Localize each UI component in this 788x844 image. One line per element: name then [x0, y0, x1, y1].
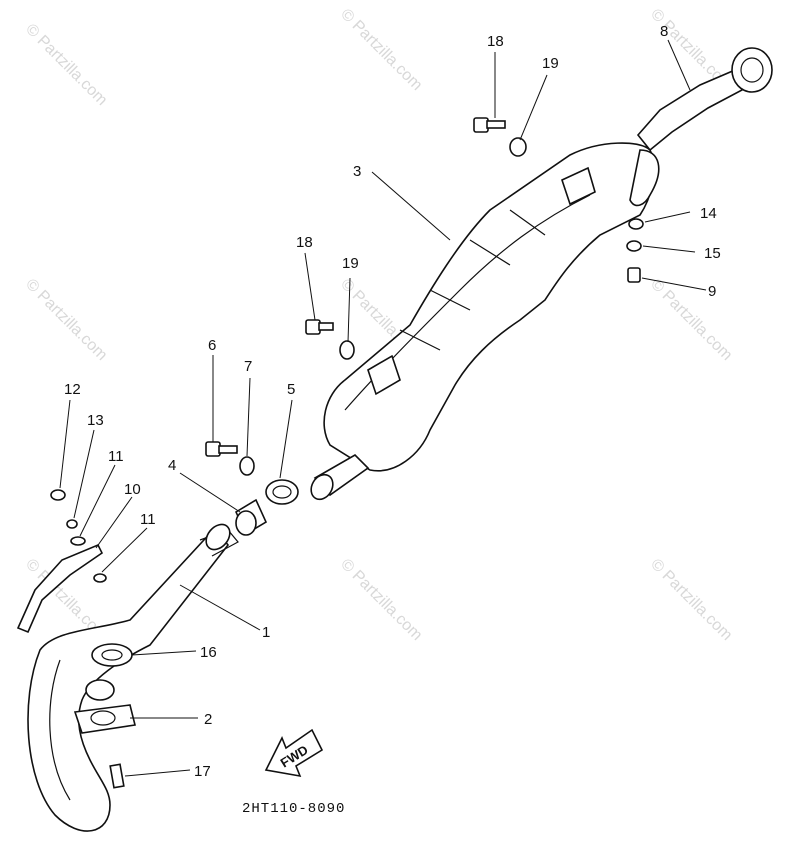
diagram-part-code: 2HT110-8090	[242, 801, 345, 817]
callout-1: 1	[262, 624, 270, 641]
pipe-bracket	[16, 543, 104, 634]
callout-11-upper: 11	[108, 448, 124, 465]
watermarks: © Partzilla.com © Partzilla.com © Partzi…	[22, 6, 735, 644]
tail-pipe	[636, 47, 773, 152]
clamp-washer	[239, 456, 255, 476]
silencer	[310, 142, 660, 501]
watermark: © Partzilla.com	[337, 556, 425, 644]
callout-12: 12	[64, 381, 81, 398]
callout-3: 3	[353, 163, 361, 180]
watermark: © Partzilla.com	[337, 6, 425, 94]
stud-bolt	[109, 763, 125, 789]
callouts: 18 19 8 3 18 19 14 15 9 6 7 5 4 12 13 11…	[64, 23, 721, 780]
nut-washer-set	[626, 218, 644, 283]
watermark: © Partzilla.com	[647, 556, 735, 644]
callout-9: 9	[708, 283, 716, 300]
watermark: © Partzilla.com	[647, 276, 735, 364]
callout-4: 4	[168, 457, 176, 474]
pipe-sleeve	[234, 498, 268, 536]
pipe-flange	[73, 679, 136, 734]
callout-11-lower: 11	[140, 511, 156, 528]
callout-14: 14	[700, 205, 717, 222]
callout-19-upper: 19	[542, 55, 559, 72]
callout-8: 8	[660, 23, 668, 40]
callout-2: 2	[204, 711, 212, 728]
small-fasteners	[50, 489, 107, 583]
lower-washer	[339, 340, 355, 360]
clamp-bolt	[205, 441, 238, 457]
upper-washer	[509, 137, 527, 157]
callout-10: 10	[124, 481, 141, 498]
callout-18-lower: 18	[296, 234, 313, 251]
lower-bolt	[305, 319, 334, 335]
callout-13: 13	[87, 412, 104, 429]
callout-15: 15	[704, 245, 721, 262]
callout-18-upper: 18	[487, 33, 504, 50]
forward-arrow-icon: FWD	[264, 728, 324, 778]
callout-7: 7	[244, 358, 252, 375]
exhaust-pipe	[27, 523, 239, 832]
callout-16: 16	[200, 644, 217, 661]
upper-bolt	[473, 117, 506, 133]
callout-19-lower: 19	[342, 255, 359, 272]
callout-5: 5	[287, 381, 295, 398]
callout-17: 17	[194, 763, 211, 780]
gasket	[91, 643, 133, 667]
leader-lines	[59, 39, 707, 777]
callout-6: 6	[208, 337, 216, 354]
watermark: © Partzilla.com	[22, 276, 110, 364]
pipe-clamp	[265, 479, 299, 505]
watermark: © Partzilla.com	[22, 21, 110, 109]
